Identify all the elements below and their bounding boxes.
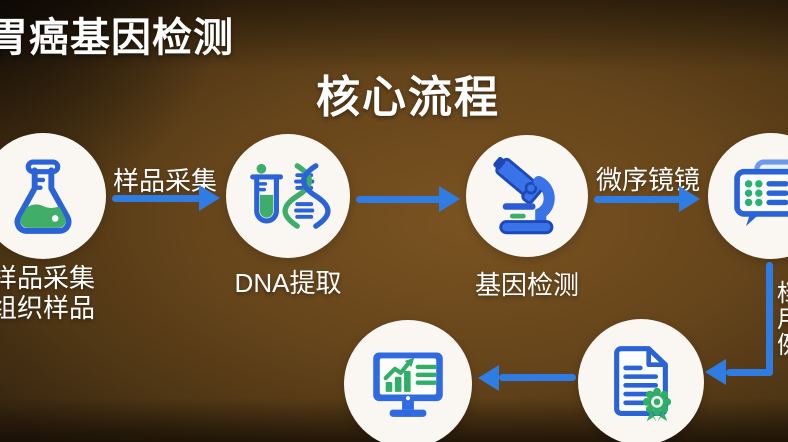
arrow-head-right-icon (199, 185, 220, 211)
step-label-gene-testing: 基因检测 (427, 270, 627, 300)
step-circle-gene-testing (466, 135, 588, 257)
arrow-line (112, 195, 201, 202)
step-circle-sample-collection (0, 133, 106, 259)
flask-icon (14, 159, 72, 234)
arrow-line (726, 369, 773, 376)
side-label-line: 用 (777, 307, 788, 333)
step-label-line: 基因检测 (474, 270, 579, 300)
certificate-document-icon (614, 346, 672, 422)
section-title: 核心流程 (316, 73, 500, 122)
arrow-label-sequencing: 微序镜镜 (595, 165, 700, 195)
step-label-line: 组织样品 (0, 293, 95, 323)
arrow-head-left-icon (478, 365, 499, 391)
arrow-head-right-icon (439, 186, 460, 212)
arrow-head-right-icon (679, 186, 700, 212)
step-label-sample-collection: 样品采集 组织样品 (0, 263, 143, 323)
arrow-line (499, 374, 576, 381)
dna-test-tube-icon (250, 163, 331, 229)
arrow-line (356, 196, 441, 203)
arrow-line (594, 196, 681, 203)
microscope-icon (493, 157, 555, 235)
arrow-head-left-icon (705, 359, 726, 385)
step-label-line: 样品采集 (0, 263, 95, 293)
step-label-line: DNA提取 (234, 268, 342, 298)
page-title: 胃癌基因检测 (0, 16, 234, 60)
step-circle-dna-extraction (226, 134, 350, 258)
step-circle-data-analysis (344, 320, 472, 442)
side-label-clipped: 档 用 例 (777, 281, 788, 359)
side-label-line: 档 (777, 281, 788, 307)
step-label-dna-extraction: DNA提取 (188, 268, 388, 298)
arrow-line-vertical (766, 262, 773, 376)
step-circle-certificate-report (578, 319, 704, 442)
side-label-line: 例 (777, 333, 788, 359)
monitor-chart-icon (373, 352, 443, 417)
report-list-icon (734, 159, 788, 227)
